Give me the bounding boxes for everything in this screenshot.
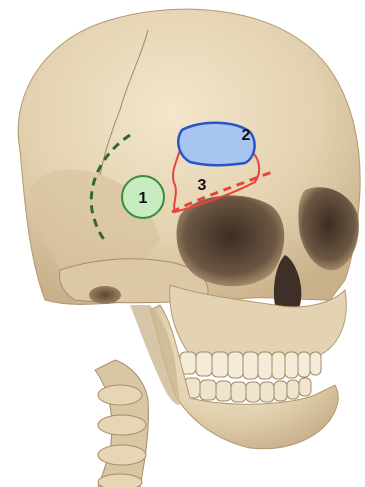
marker-2-label: 2 — [242, 127, 251, 144]
upper-teeth — [180, 352, 321, 379]
lower-teeth — [184, 378, 311, 402]
marker-3-label: 3 — [198, 177, 207, 194]
ear-canal — [89, 286, 121, 304]
marker-1-label: 1 — [139, 190, 148, 207]
orbit-right — [176, 195, 284, 286]
cervical-spine — [95, 360, 148, 487]
